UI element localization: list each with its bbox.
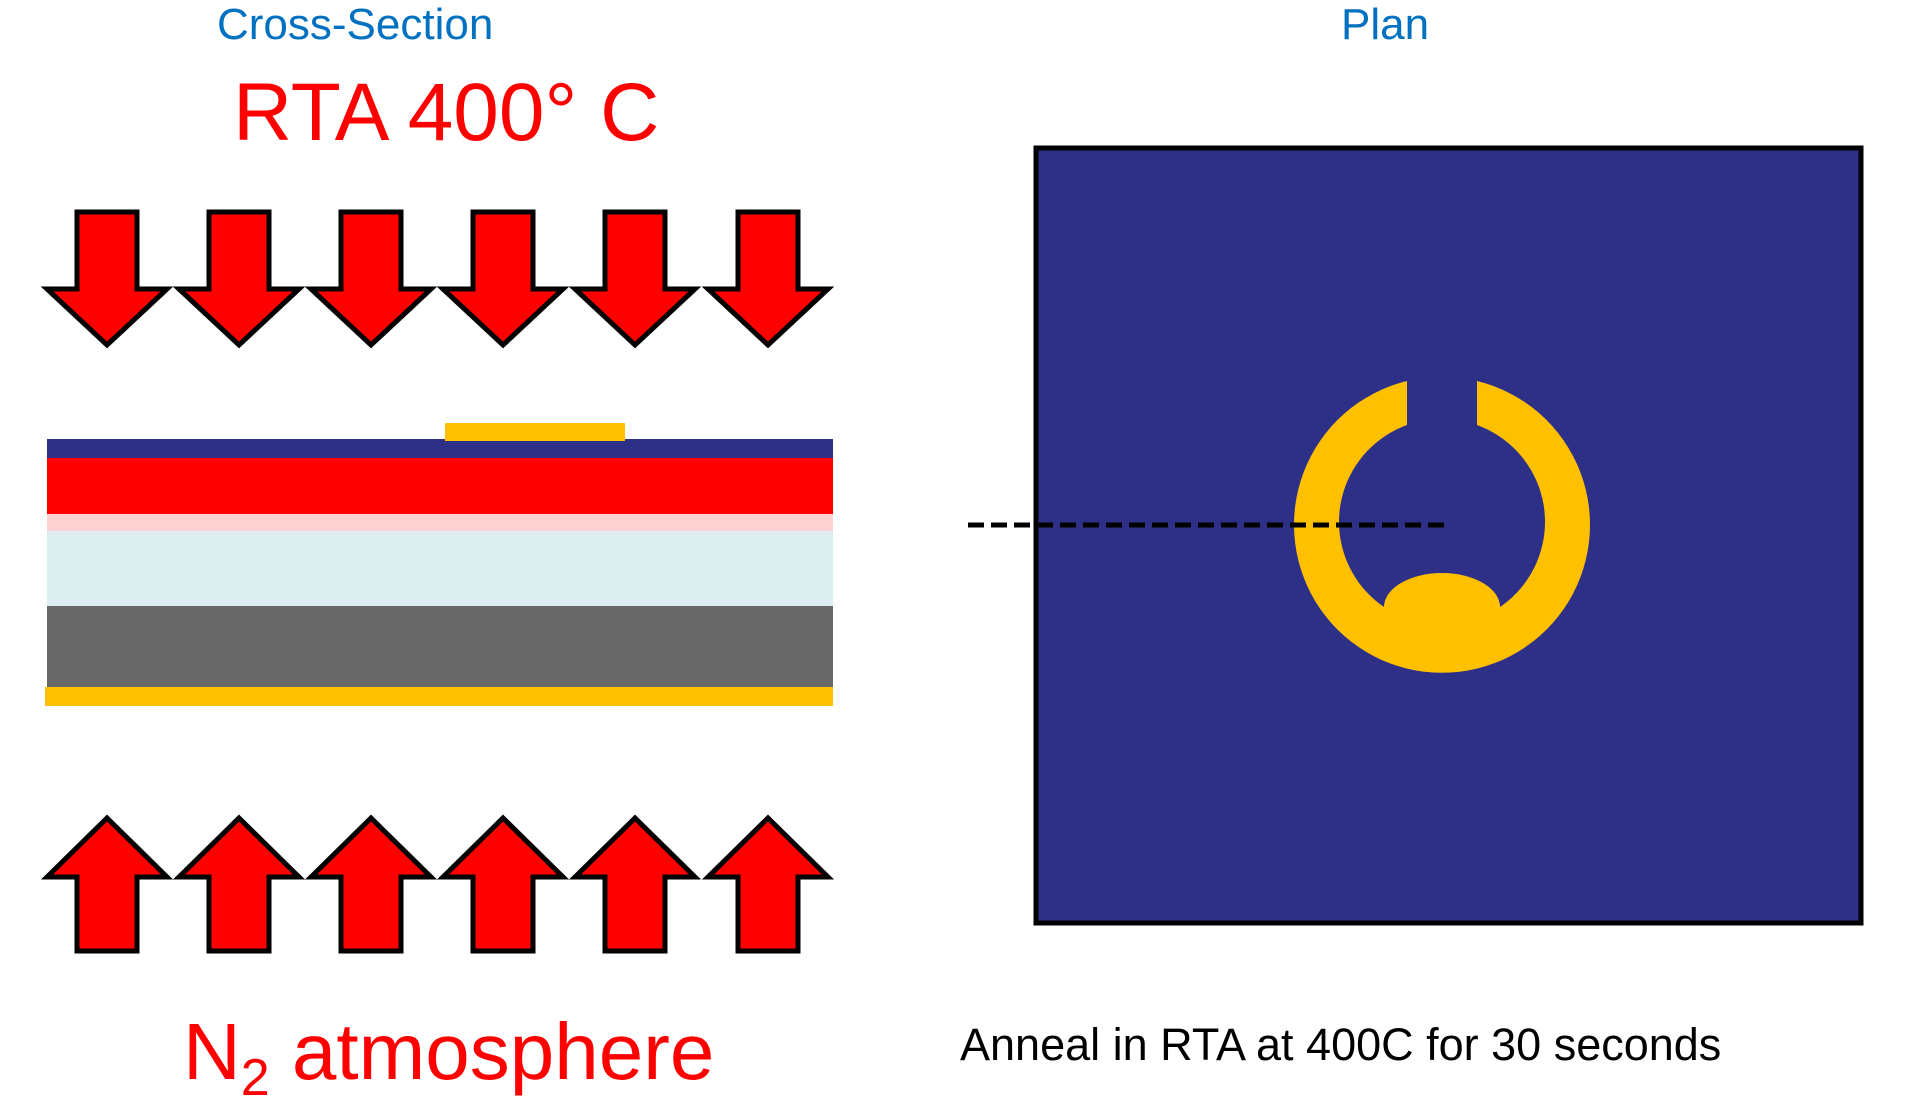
arrow-up-icon — [436, 814, 570, 954]
arrow-down-icon — [701, 209, 835, 349]
arrow-down-icon — [568, 209, 702, 349]
red-layer — [47, 458, 833, 515]
pink-layer — [47, 514, 833, 532]
arrow-down-icon — [304, 209, 438, 349]
gray-substrate — [47, 606, 833, 688]
arrow-up-icon — [568, 814, 702, 954]
plan-heading: Plan — [1341, 0, 1430, 49]
cross-section-stack — [45, 423, 833, 706]
bottom-contact — [45, 687, 833, 706]
atmosphere-label-subscript: 2 — [240, 1049, 270, 1107]
atmosphere-label-rest: atmosphere — [269, 1007, 715, 1096]
heat-arrows-top — [40, 209, 835, 349]
arrow-up-icon — [304, 814, 438, 954]
top-contact — [445, 423, 625, 441]
cross-section-heading: Cross-Section — [217, 0, 494, 49]
heat-arrows-bottom — [40, 814, 835, 954]
plan-view — [968, 145, 1864, 926]
light-cyan-layer — [47, 531, 833, 607]
split-ring-contact — [1294, 381, 1590, 673]
arrow-up-icon — [172, 814, 306, 954]
arrow-down-icon — [40, 209, 174, 349]
atmosphere-label-main: N — [183, 1007, 241, 1096]
navy-layer — [47, 439, 833, 459]
atmosphere-label: N2 atmosphere — [183, 1012, 714, 1105]
arrow-down-icon — [172, 209, 306, 349]
anneal-caption: Anneal in RTA at 400C for 30 seconds — [960, 1019, 1722, 1070]
arrow-down-icon — [436, 209, 570, 349]
arrow-up-icon — [40, 814, 174, 954]
rta-temperature-title: RTA 400° C — [233, 67, 660, 158]
arrow-up-icon — [701, 814, 835, 954]
bond-pad-base — [1384, 605, 1500, 655]
plan-substrate — [1033, 145, 1864, 926]
